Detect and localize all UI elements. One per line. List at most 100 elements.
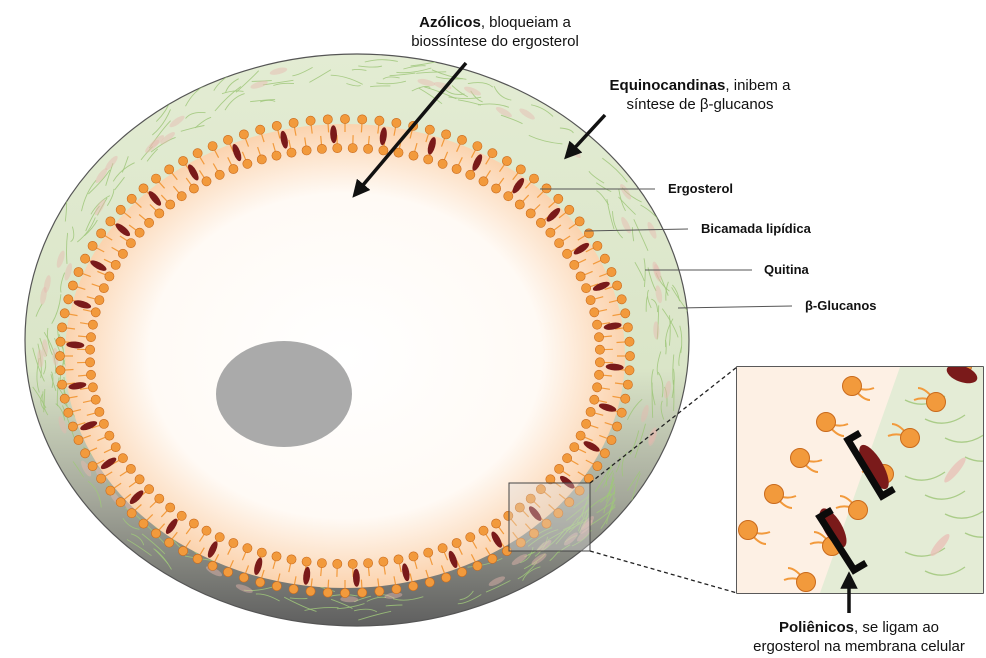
lipid-head <box>118 249 127 258</box>
lipid-head <box>135 228 144 237</box>
lipid-head <box>97 474 106 483</box>
lipid-head <box>86 358 95 367</box>
azoles-name: Azólicos <box>419 14 481 31</box>
lipid-head <box>555 239 564 248</box>
lipid-head <box>452 164 461 173</box>
lipid-head <box>86 370 95 379</box>
lipid-head <box>86 333 95 342</box>
lipid-head <box>425 578 434 587</box>
lipid-head <box>424 155 433 164</box>
lipid-head <box>272 151 281 160</box>
lipid-head <box>575 217 584 226</box>
lipid-head <box>74 267 83 276</box>
lipid-head <box>621 394 630 403</box>
lipid-head <box>340 588 349 597</box>
lipid-head <box>333 144 342 153</box>
lipid-head <box>613 422 622 431</box>
lipid-head <box>202 526 211 535</box>
lipid-head <box>145 218 154 227</box>
lipid-head <box>625 351 634 360</box>
lipid-head <box>424 548 433 557</box>
inset-lipid-head <box>791 449 810 468</box>
lipid-head <box>56 337 65 346</box>
lipid-head <box>348 144 357 153</box>
inset-lipid-tail <box>904 314 926 328</box>
lipid-head <box>317 559 326 568</box>
lipid-head <box>177 511 186 520</box>
lipid-head <box>81 449 90 458</box>
lipid-head <box>145 485 154 494</box>
lipid-head <box>135 475 144 484</box>
zoom-region-box <box>509 483 590 551</box>
lipid-head <box>582 419 591 428</box>
lipid-head <box>177 192 186 201</box>
lipid-head <box>317 144 326 153</box>
lipid-head <box>289 118 298 127</box>
lipid-head <box>595 358 604 367</box>
lipid-head <box>272 582 281 591</box>
lipid-head <box>488 554 497 563</box>
lipid-head <box>243 544 252 553</box>
lipid-head <box>492 519 501 528</box>
lipid-head <box>515 200 524 209</box>
lipid-head <box>425 125 434 134</box>
lipid-head <box>139 519 148 528</box>
lipid-head <box>586 296 595 305</box>
glucans-label: β-Glucanos <box>805 298 877 313</box>
bilayer-label: Bicamada lipídica <box>701 221 811 236</box>
lipid-head <box>68 281 77 290</box>
lipid-head <box>165 538 174 547</box>
lipid-head <box>623 380 632 389</box>
lipid-head <box>166 503 175 512</box>
lipid-head <box>229 538 238 547</box>
lipid-head <box>457 568 466 577</box>
lipid-head <box>257 155 266 164</box>
polyenes-label: Poliênicos, se ligam ao ergosterol na me… <box>734 618 984 656</box>
lipid-head <box>593 241 602 250</box>
lipid-head <box>621 309 630 318</box>
lipid-head <box>554 194 563 203</box>
lipid-head <box>166 200 175 209</box>
lipid-head <box>127 194 136 203</box>
lipid-head <box>473 561 482 570</box>
lipid-head <box>364 144 373 153</box>
lipid-head <box>516 165 525 174</box>
lipid-head <box>392 118 401 127</box>
lipid-head <box>394 555 403 564</box>
lipid-head <box>97 229 106 238</box>
lipid-head <box>257 548 266 557</box>
polyenes-name: Poliênicos <box>779 619 854 636</box>
lipid-head <box>243 159 252 168</box>
lipid-head <box>546 228 555 237</box>
lipid-head <box>586 407 595 416</box>
azoles-label: Azólicos, bloqueiam a biossíntese do erg… <box>380 13 610 51</box>
lipid-head <box>223 568 232 577</box>
lipid-head <box>106 217 115 226</box>
lipid-head <box>239 573 248 582</box>
inset-lipid-tail <box>878 350 900 364</box>
lipid-head <box>95 296 104 305</box>
lipid-head <box>502 156 511 165</box>
lipid-head <box>600 254 609 263</box>
lipid-head <box>88 462 97 471</box>
inset-lipid-head <box>817 413 836 432</box>
lipid-head <box>442 130 451 139</box>
inset-lipid-head <box>797 573 816 592</box>
lipid-head <box>452 538 461 547</box>
lipid-head <box>287 148 296 157</box>
lipid-head <box>81 254 90 263</box>
lipid-head <box>392 585 401 594</box>
lipid-head <box>542 184 551 193</box>
lipid-head <box>287 555 296 564</box>
lipid-head <box>570 443 579 452</box>
lipid-head <box>215 533 224 542</box>
lipid-head <box>302 146 311 155</box>
lipid-head <box>116 498 125 507</box>
lipid-head <box>111 260 120 269</box>
lipid-head <box>56 366 65 375</box>
lipid-head <box>358 588 367 597</box>
lipid-head <box>116 205 125 214</box>
lipid-head <box>88 320 97 329</box>
inset-lipid-head <box>901 429 920 448</box>
nucleus <box>216 341 352 447</box>
